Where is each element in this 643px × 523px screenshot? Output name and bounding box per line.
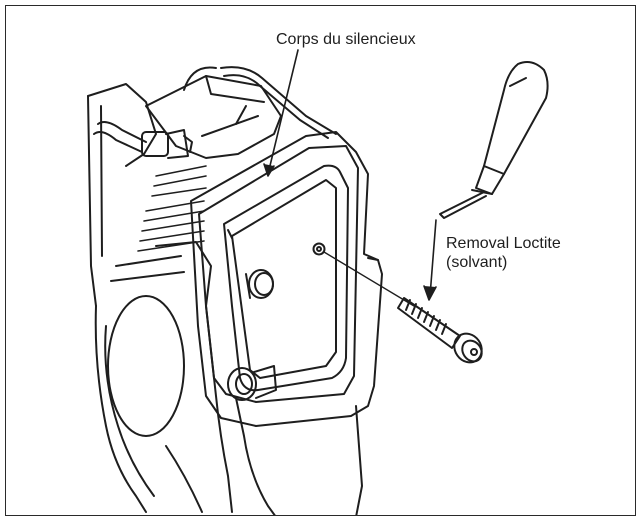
loctite-arrow [423, 219, 437, 301]
cooling-fins [137, 165, 207, 252]
muffler-body-label: Corps du silencieux [276, 31, 416, 48]
bolt-guide-line [323, 251, 415, 307]
engine-muffler-illustration [87, 49, 549, 515]
spark-plug [93, 121, 193, 159]
bolt [397, 297, 483, 364]
loctite-label-line2: (solvant) [446, 254, 508, 271]
loctite-tube [439, 61, 549, 219]
muffler-body-pointer [263, 49, 299, 177]
muffler-body [223, 164, 349, 392]
top-cover [145, 66, 337, 159]
engine-block [87, 83, 233, 513]
muffler-shroud [190, 131, 383, 515]
exhaust-outlet [227, 365, 277, 401]
muffler-bolt-head [245, 269, 274, 299]
loctite-label-line1: Removal Loctite [446, 235, 561, 252]
figure-frame: Corps du silencieux Removal Loctite (sol… [5, 5, 636, 516]
loctite-label: Removal Loctite (solvant) [446, 234, 561, 272]
